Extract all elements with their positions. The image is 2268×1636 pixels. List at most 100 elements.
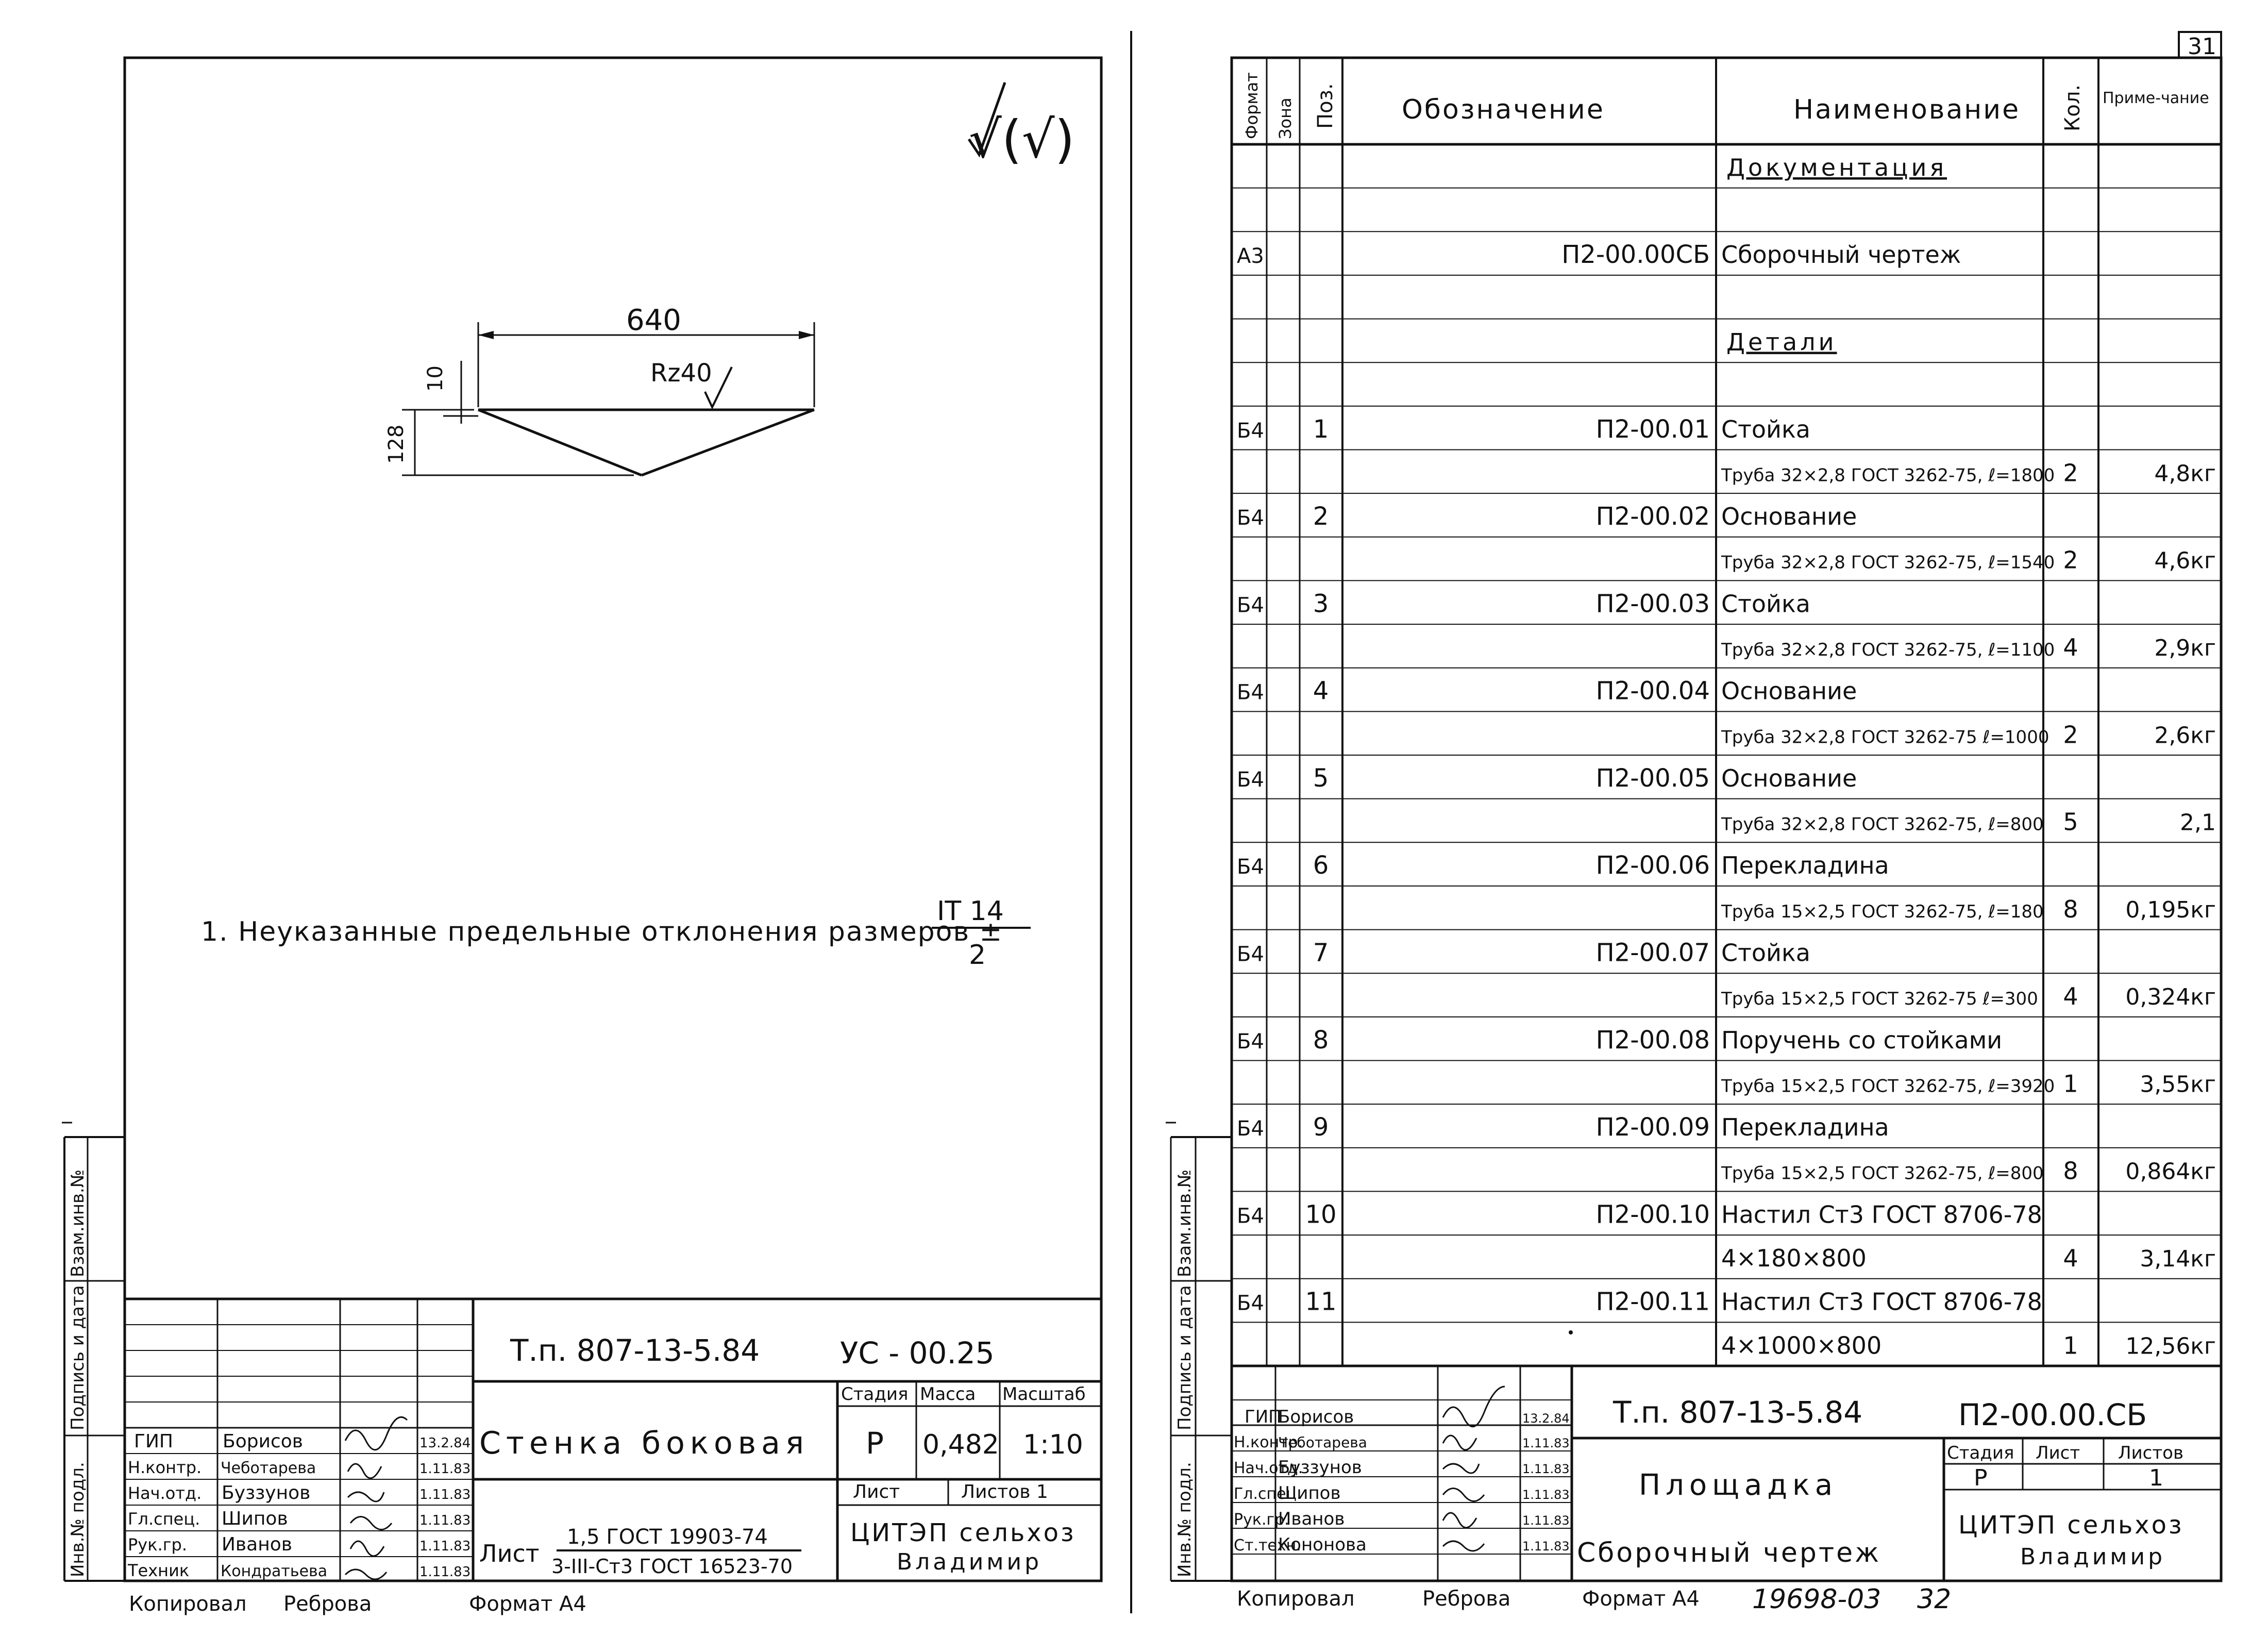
left-side-label-replace: Взам.инв.№ (68, 1170, 88, 1277)
cell-note: 3,55кг (2140, 1071, 2216, 1097)
cell-name: Стойка (1721, 939, 1810, 967)
right-project-code: Т.п. 807-13-5.84 (1612, 1395, 1862, 1430)
header-format: Формат (1242, 72, 1262, 139)
right-person-date: 1.11.83 (1522, 1488, 1570, 1502)
cell-format: Б4 (1237, 681, 1264, 705)
cell-name: Основание (1721, 764, 1857, 792)
right-person-name: Борисов (1278, 1407, 1354, 1427)
left-person-role: Гл.спец. (128, 1509, 200, 1529)
header-pos: Поз. (1314, 83, 1337, 129)
sheet-number: 31 (2188, 34, 2216, 60)
left-person-name: Иванов (222, 1534, 292, 1555)
cell-format: Б4 (1237, 1204, 1264, 1228)
cell-designation: П2-00.07 (1596, 939, 1710, 967)
right-person-date: 1.11.83 (1522, 1462, 1570, 1476)
left-person-name: Борисов (223, 1431, 303, 1452)
cell-name: Труба 15×2,5 ГОСТ 3262-75, ℓ=3920 (1721, 1076, 2055, 1096)
cell-format: Б4 (1237, 768, 1264, 792)
cell-format: Б4 (1237, 1292, 1264, 1315)
cell-designation: П2-00.03 (1596, 589, 1710, 618)
dim-height-label: 128 (384, 425, 408, 464)
left-person-date: 1.11.83 (419, 1461, 471, 1477)
left-footer-format: Формат А4 (469, 1592, 586, 1616)
cell-format: Б4 (1237, 593, 1264, 617)
cell-position: 8 (1313, 1026, 1329, 1055)
right-person-role: Гл.спец. (1234, 1485, 1302, 1503)
cell-position: 3 (1313, 589, 1329, 618)
cell-note: 2,1 (2180, 810, 2216, 836)
dim-width-label: 640 (626, 304, 681, 337)
left-material-numerator: 1,5 ГОСТ 19903-74 (567, 1525, 768, 1549)
left-person-role: ГИП (134, 1431, 173, 1452)
right-footer-copied: Копировал (1237, 1587, 1355, 1611)
cell-name: Труба 32×2,8 ГОСТ 3262-75 ℓ=1000 (1721, 727, 2049, 747)
right-title-line1: Площадка (1639, 1468, 1838, 1502)
cell-designation: П2-00.09 (1596, 1113, 1710, 1142)
note-fraction-numerator: IT 14 (937, 896, 1004, 927)
cell-note: 4,6кг (2154, 548, 2216, 574)
left-org-line2: Владимир (897, 1549, 1042, 1575)
right-person-role: Рук.гр. (1234, 1511, 1289, 1529)
left-header-stage: Стадия (841, 1384, 908, 1405)
right-person-role: ГИП (1245, 1407, 1282, 1427)
cell-name: Труба 15×2,5 ГОСТ 3262-75, ℓ=180 (1721, 902, 2044, 922)
right-footer-page: 32 (1917, 1584, 1951, 1615)
left-person-name: Буззунов (222, 1482, 310, 1504)
right-org-line1: ЦИТЭП сельхоз (1958, 1511, 2184, 1540)
cell-position: 4 (1313, 677, 1329, 706)
left-header-sheets: Листов 1 (961, 1481, 1048, 1503)
cell-format: Б4 (1237, 943, 1264, 966)
cell-note: 2,9кг (2154, 635, 2216, 661)
cell-format: Б4 (1237, 506, 1264, 530)
left-title: Стенка боковая (479, 1425, 809, 1461)
roughness-mark: √(√) (969, 109, 1074, 170)
right-signatures (1442, 1385, 1505, 1552)
right-person-date: 13.2.84 (1522, 1411, 1570, 1426)
right-header-stage: Стадия (1947, 1443, 2014, 1463)
cell-note: 2,6кг (2154, 722, 2216, 748)
left-person-name: Кондратьева (221, 1562, 327, 1580)
cell-quantity: 8 (2063, 1157, 2078, 1185)
left-person-role: Нач.отд. (128, 1483, 201, 1503)
right-header-sheet: Лист (2036, 1443, 2080, 1463)
cell-quantity: 4 (2063, 1244, 2078, 1272)
cell-position: 7 (1313, 939, 1329, 967)
cell-format: А3 (1237, 244, 1264, 268)
cell-position: 1 (1313, 415, 1329, 444)
cell-quantity: 2 (2063, 459, 2078, 487)
cell-name: Труба 32×2,8 ГОСТ 3262-75, ℓ=1800 (1721, 465, 2055, 486)
cell-name: Документация (1726, 154, 1947, 181)
header-name: Наименование (1793, 94, 2020, 125)
cell-designation: П2-00.02 (1596, 502, 1710, 531)
cell-name: Стойка (1721, 415, 1810, 443)
cell-format: Б4 (1237, 419, 1264, 443)
cell-name: Основание (1721, 677, 1857, 705)
cell-note: 0,195кг (2125, 897, 2216, 923)
right-person-date: 1.11.83 (1522, 1513, 1570, 1528)
right-footer-archive-number: 19698-03 (1752, 1584, 1881, 1615)
right-side-label-inv: Инв.№ подл. (1174, 1462, 1195, 1577)
cell-quantity: 4 (2063, 982, 2078, 1010)
left-signatures (344, 1416, 408, 1580)
right-side-label-replace: Взам.инв.№ (1174, 1170, 1195, 1277)
cell-name: Перекладина (1721, 1113, 1889, 1141)
cell-designation: П2-00.00СБ (1561, 240, 1710, 269)
cell-quantity: 8 (2063, 895, 2078, 923)
right-org-line2: Владимир (2020, 1544, 2165, 1570)
left-frame (123, 56, 1103, 1582)
header-note: Приме-чание (2103, 89, 2209, 107)
left-person-date: 1.11.83 (419, 1564, 471, 1580)
cell-position: 11 (1305, 1288, 1336, 1316)
cell-position: 2 (1313, 502, 1329, 531)
right-header-sheets: Листов (2118, 1443, 2183, 1463)
cell-quantity: 2 (2063, 721, 2078, 748)
cell-name: Детали (1726, 328, 1837, 356)
left-scale: 1:10 (1023, 1429, 1083, 1460)
cell-name: Труба 15×2,5 ГОСТ 3262-75 ℓ=300 (1721, 989, 2038, 1009)
right-person-date: 1.11.83 (1522, 1539, 1570, 1554)
cell-designation: П2-00.11 (1596, 1288, 1710, 1316)
cell-format: Б4 (1237, 855, 1264, 879)
right-footer-name: Реброва (1422, 1587, 1510, 1611)
right-designation: П2-00.00.СБ (1958, 1397, 2147, 1432)
cell-quantity: 2 (2063, 546, 2078, 574)
